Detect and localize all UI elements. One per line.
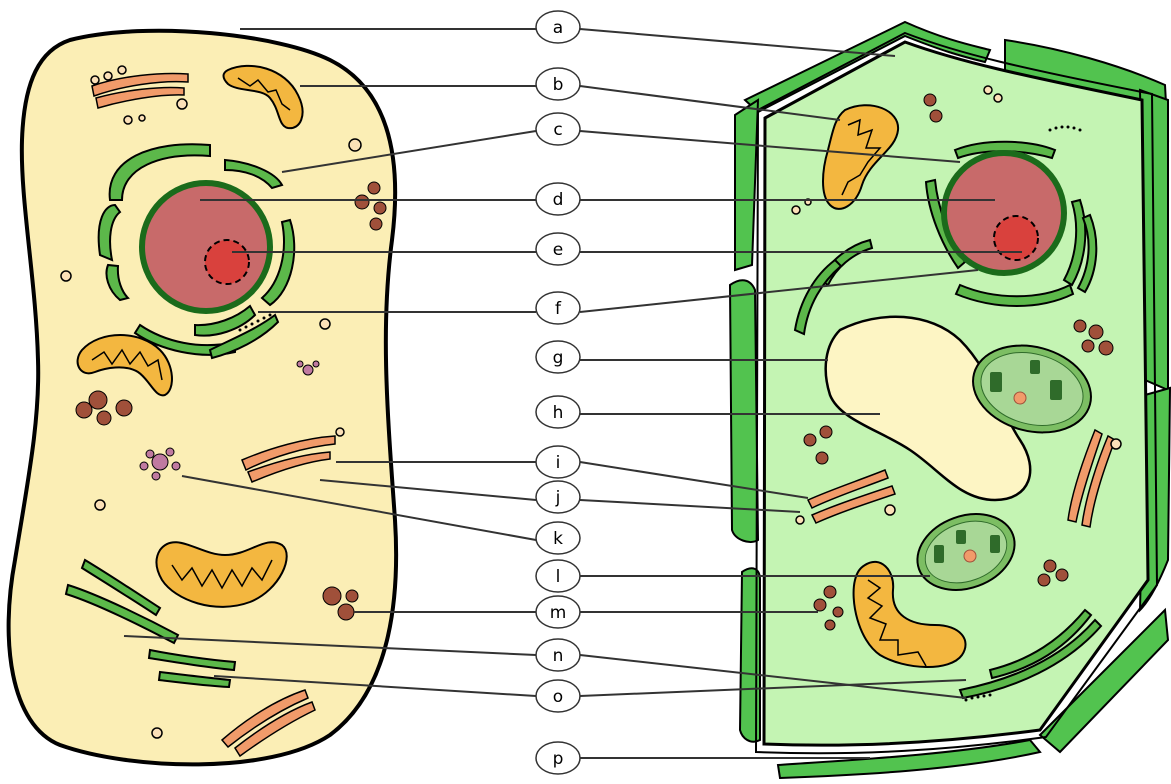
label-bubble-e: e [536, 233, 580, 265]
label-bubble-k: k [536, 522, 580, 554]
label-bubble-m: m [536, 596, 580, 628]
label-text: j [555, 488, 561, 508]
label-text: h [553, 403, 564, 423]
label-text: k [553, 529, 563, 549]
label-bubble-f: f [536, 292, 580, 324]
label-text: c [553, 120, 562, 140]
animal-cell [9, 31, 397, 765]
label-text: o [553, 687, 563, 707]
animal-cell-membrane [9, 31, 397, 765]
plant-cell [730, 22, 1170, 778]
label-bubble-n: n [536, 639, 580, 671]
label-bubble-d: d [536, 183, 580, 215]
label-layer: a b c d e f g h ij klm n o p [536, 11, 580, 774]
label-text: g [553, 348, 564, 368]
label-text: i [556, 453, 561, 473]
label-bubble-o: o [536, 680, 580, 712]
label-text: n [553, 646, 564, 666]
label-text: p [553, 749, 564, 769]
label-bubble-b: b [536, 68, 580, 100]
label-bubble-g: g [536, 341, 580, 373]
label-bubble-h: h [536, 396, 580, 428]
label-bubble-c: c [536, 113, 580, 145]
label-bubble-j: j [536, 481, 580, 513]
label-text: f [555, 299, 562, 319]
label-bubble-i: i [536, 446, 580, 478]
label-text: l [556, 567, 561, 587]
plant-nucleolus [994, 216, 1038, 260]
label-text: a [553, 18, 563, 38]
label-bubble-l: l [536, 560, 580, 592]
label-bubble-p: p [536, 742, 580, 774]
label-text: b [553, 75, 564, 95]
label-bubble-a: a [536, 11, 580, 43]
animal-nucleolus [205, 240, 249, 284]
label-text: m [550, 603, 567, 623]
label-text: e [553, 240, 563, 260]
animal-nucleus [142, 183, 270, 311]
label-text: d [553, 190, 564, 210]
